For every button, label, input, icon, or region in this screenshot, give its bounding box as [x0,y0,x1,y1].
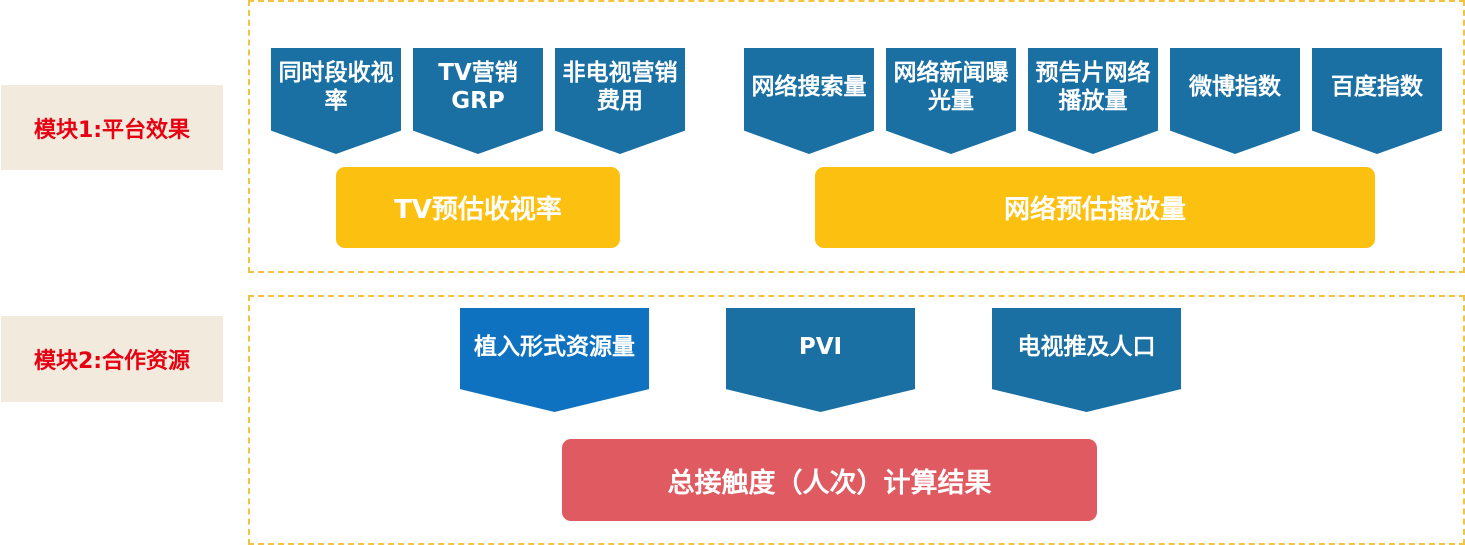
net-input-news-exposure: 网络新闻曝光量 [886,48,1016,154]
total-contact-result-bar: 总接触度（人次）计算结果 [562,439,1097,521]
tv-input-concurrent-rating: 同时段收视率 [271,48,401,154]
net-input-baidu-index: 百度指数 [1312,48,1442,154]
tv-input-marketing-grp: TV营销GRP [413,48,543,154]
module1-panel [248,0,1465,273]
module2-label: 模块2:合作资源 [1,316,223,402]
placement-resource-input: 植入形式资源量 [460,308,649,412]
net-input-trailer-plays: 预告片网络播放量 [1028,48,1158,154]
pvi-input: PVI [726,308,915,412]
tv-input-non-tv-marketing-cost: 非电视营销费用 [555,48,685,154]
module2-panel [248,295,1465,545]
tv-estimated-rating-bar: TV预估收视率 [336,167,620,248]
module1-label: 模块1:平台效果 [1,85,223,170]
tv-reach-population-input: 电视推及人口 [992,308,1181,412]
net-input-search-volume: 网络搜索量 [744,48,874,154]
net-input-weibo-index: 微博指数 [1170,48,1300,154]
net-estimated-plays-bar: 网络预估播放量 [815,167,1375,248]
